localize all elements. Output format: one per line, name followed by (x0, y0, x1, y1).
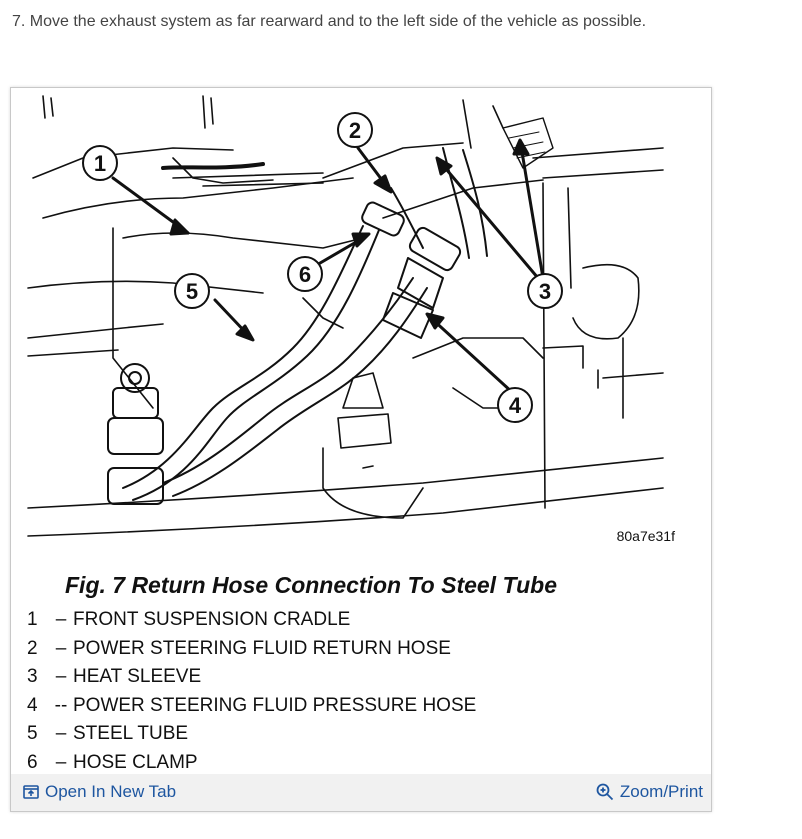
legend-dash: -- (54, 694, 68, 716)
legend-label: HOSE CLAMP (73, 751, 198, 773)
callout-2 (337, 112, 373, 148)
open-new-tab-label: Open In New Tab (45, 782, 177, 801)
diagram-linework (27, 95, 664, 537)
callout-6-label: 6 (299, 262, 311, 287)
legend-item: 4 --POWER STEERING FLUID PRESSURE HOSE (27, 692, 476, 721)
legend-num: 5 (27, 723, 38, 744)
callout-4 (497, 387, 533, 423)
legend-dash: – (55, 609, 67, 630)
legend-num: 1 (27, 609, 38, 630)
exhaust-diagram: 1 2 3 4 5 6 (23, 88, 675, 636)
legend-item: 6–HOSE CLAMP (27, 749, 476, 778)
zoom-print-link[interactable]: Zoom/Print (596, 782, 703, 802)
legend-label: POWER STEERING FLUID PRESSURE HOSE (73, 694, 477, 716)
legend-dash: – (55, 723, 67, 744)
legend-dash: – (55, 637, 67, 659)
legend-num: 2 (27, 637, 38, 659)
legend-label: POWER STEERING FLUID RETURN HOSE (73, 637, 451, 659)
clamps-fittings (107, 117, 554, 505)
legend-label: FRONT SUSPENSION CRADLE (73, 609, 351, 630)
leader-arrows (111, 138, 545, 395)
legend-item: 3–HEAT SLEEVE (27, 663, 476, 692)
image-code: 80a7e31f (616, 528, 675, 544)
callout-1 (82, 145, 118, 181)
figure-card: 1 2 3 4 5 6 80a7e31f Fig. 7 Return Hose … (10, 87, 712, 812)
open-new-tab-icon (23, 785, 39, 799)
legend-item: 1–FRONT SUSPENSION CRADLE (27, 606, 476, 635)
legend-num: 4 (27, 694, 38, 716)
figure-toolbar: Open In New Tab Zoom/Print (11, 774, 711, 811)
callout-5 (174, 273, 210, 309)
callout-1-label: 1 (94, 151, 106, 176)
legend-num: 3 (27, 666, 38, 687)
callout-2-label: 2 (349, 118, 361, 143)
legend-label: STEEL TUBE (73, 723, 189, 744)
callout-markers (82, 112, 563, 423)
callout-5-label: 5 (186, 279, 198, 304)
callout-6 (287, 256, 323, 292)
open-new-tab-link[interactable]: Open In New Tab (23, 782, 176, 802)
callout-3 (527, 273, 563, 309)
legend-item: 5–STEEL TUBE (27, 720, 476, 749)
legend-dash: – (55, 666, 67, 687)
callout-3-label: 3 (539, 279, 551, 304)
legend-item: 2–POWER STEERING FLUID RETURN HOSE (27, 635, 476, 664)
legend-dash: – (55, 751, 67, 773)
parts-legend: 1–FRONT SUSPENSION CRADLE 2–POWER STEERI… (27, 606, 476, 777)
figure-caption: Fig. 7 Return Hose Connection To Steel T… (65, 572, 557, 598)
callout-4-label: 4 (509, 393, 522, 418)
legend-num: 6 (27, 751, 38, 773)
legend-label: HEAT SLEEVE (73, 666, 202, 687)
magnifier-plus-icon (596, 783, 613, 801)
zoom-print-label: Zoom/Print (619, 782, 703, 801)
step-instruction: 7. Move the exhaust system as far rearwa… (12, 13, 647, 30)
